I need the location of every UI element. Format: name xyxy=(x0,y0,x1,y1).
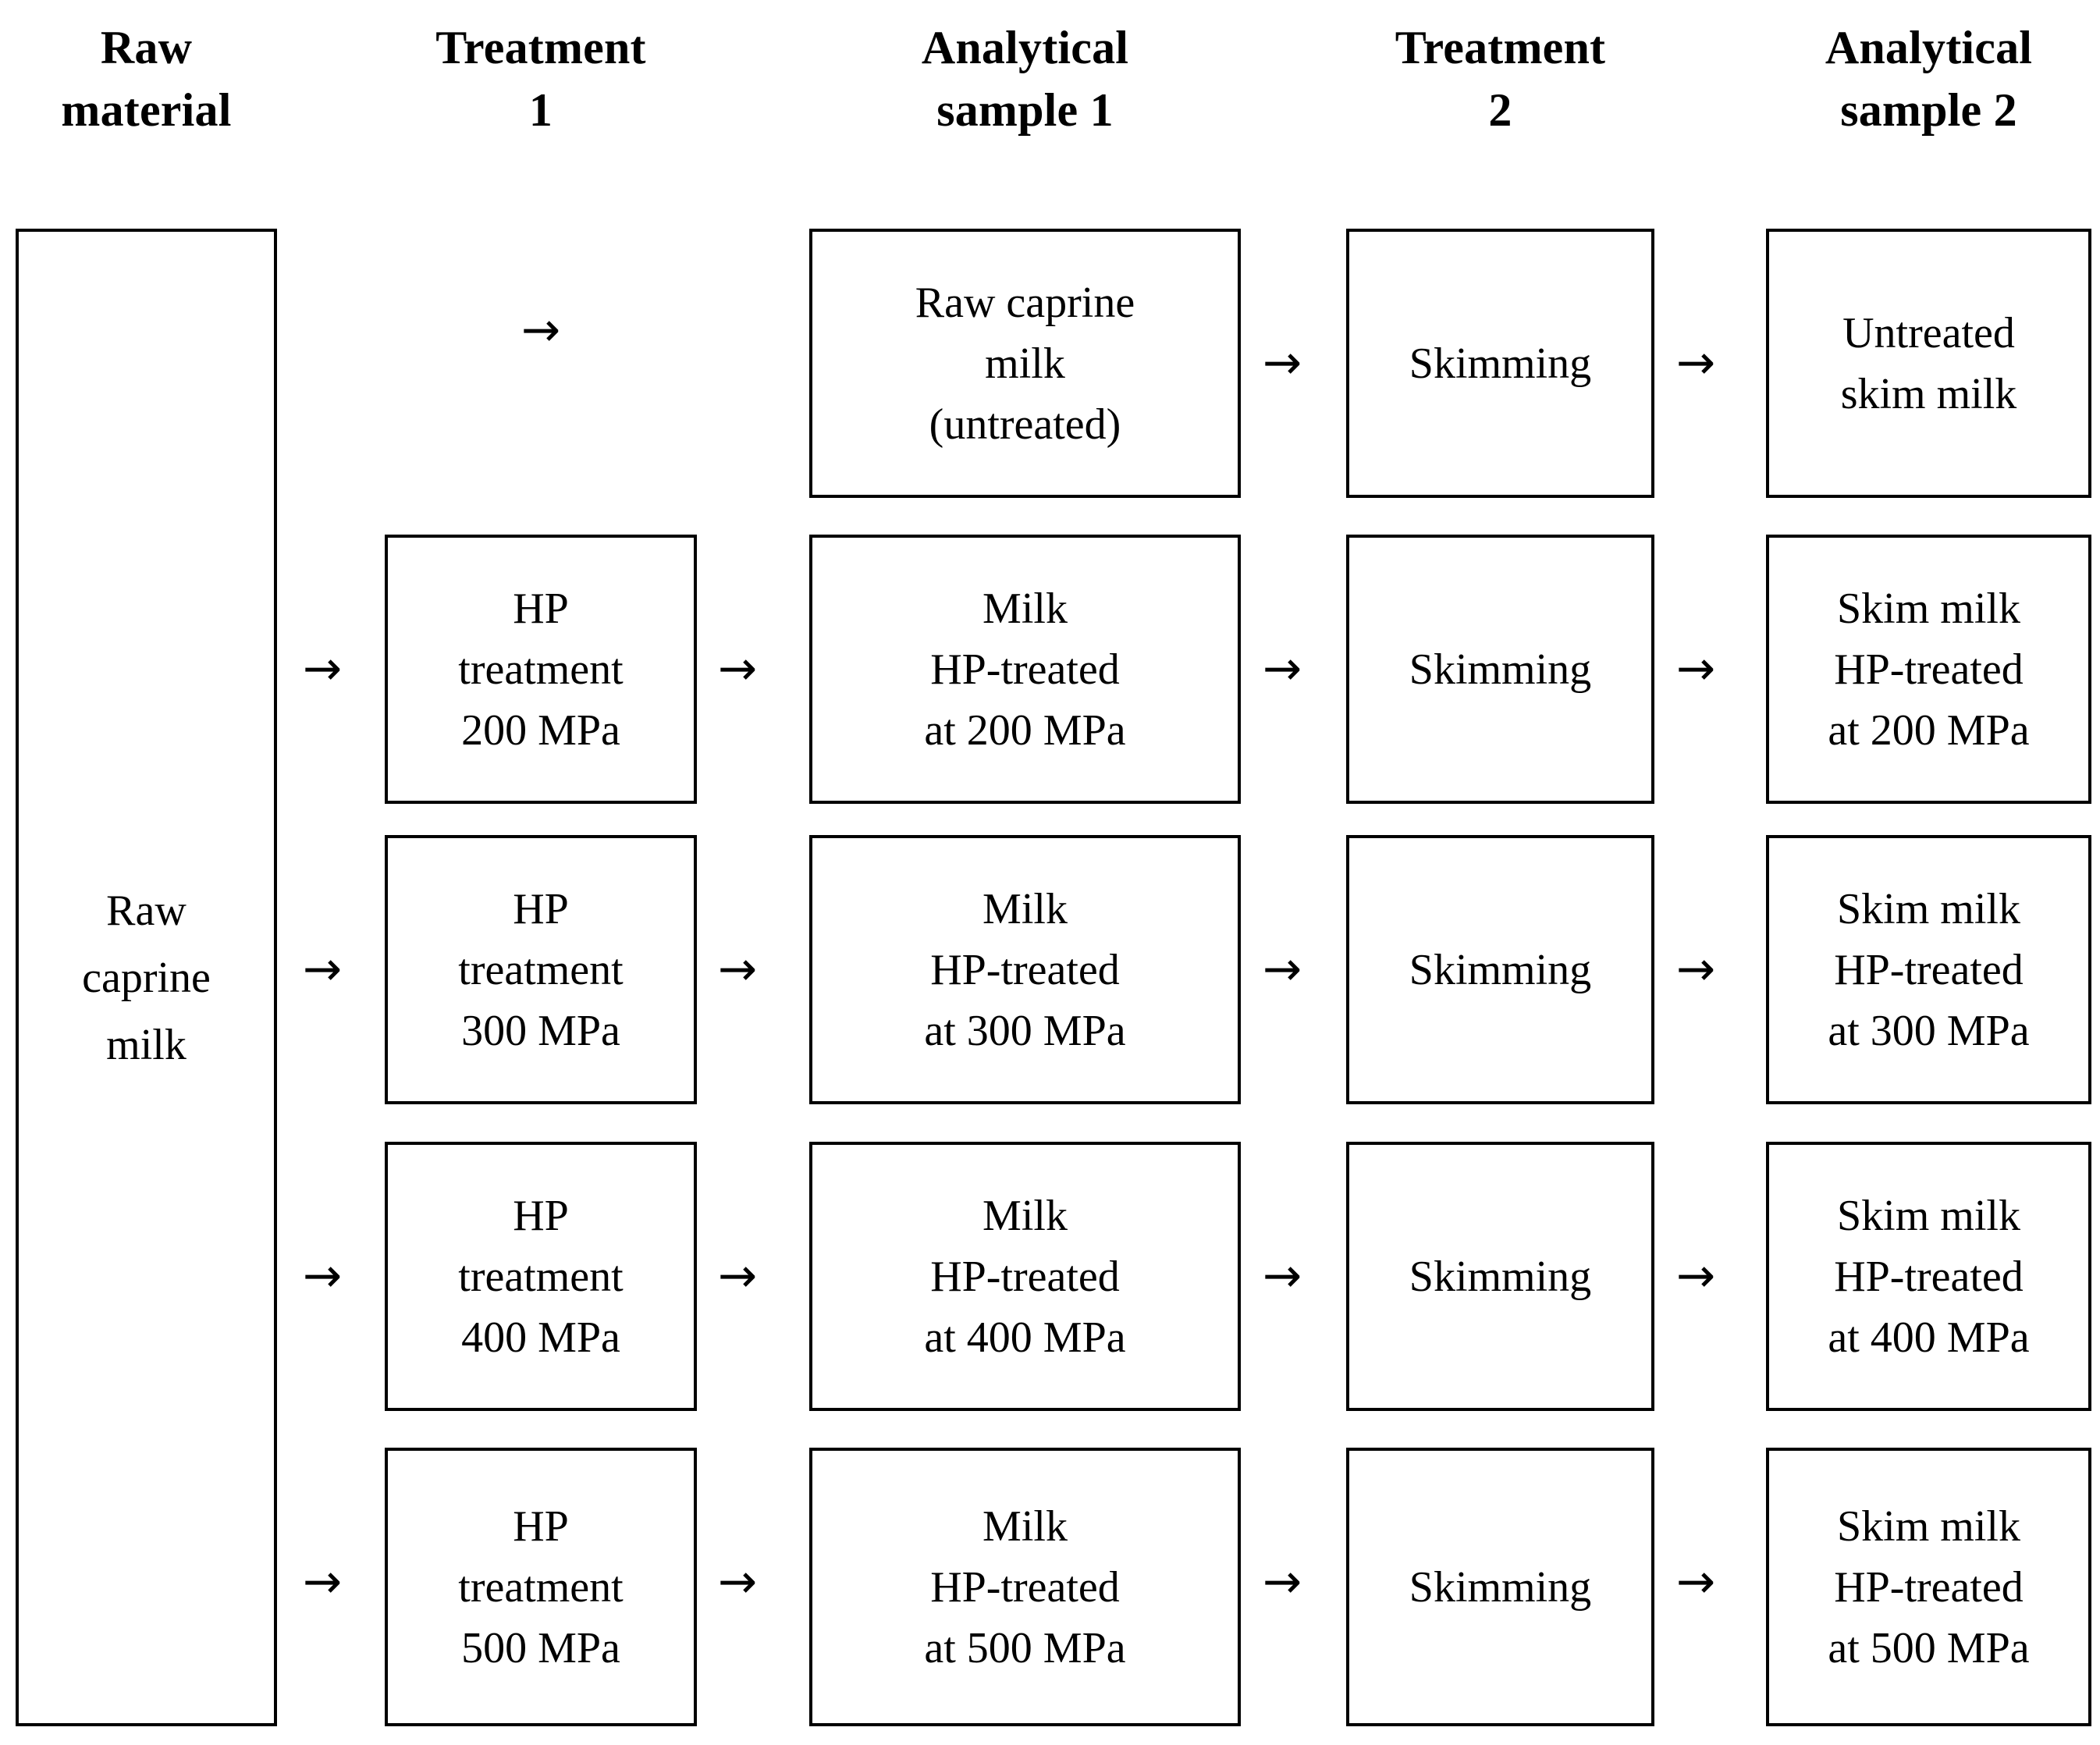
treatment-2-row3-line-1: Skimming xyxy=(1409,945,1592,994)
arrow-sample1-to-treatment2-row1: → xyxy=(1262,336,1302,390)
column-header-analytical-sample-2: Analytical sample 2 xyxy=(1825,22,2033,136)
arrow-treatment1-to-sample1-row2: → xyxy=(717,641,758,696)
column-header-treatment-2: Treatment 2 xyxy=(1395,22,1606,136)
analytical-sample-1-box-row5: Milk HP-treated at 500 MPa xyxy=(809,1448,1241,1726)
treatment-2-box-row3: Skimming xyxy=(1346,835,1654,1104)
analytical-sample-2-row4-line-2: HP-treated xyxy=(1834,1252,2024,1301)
analytical-sample-1-row4-line-2: HP-treated xyxy=(930,1252,1120,1301)
analytical-sample-2-box-row4: Skim milk HP-treated at 400 MPa xyxy=(1766,1142,2091,1411)
analytical-sample-2-box-row3: Skim milk HP-treated at 300 MPa xyxy=(1766,835,2091,1104)
analytical-sample-2-box-row1: Untreated skim milk xyxy=(1766,229,2091,498)
arrow-sample1-to-treatment2-row4: → xyxy=(1262,1249,1302,1303)
analytical-sample-1-row3-line-2: HP-treated xyxy=(930,945,1120,994)
treatment-1-box-row4: HP treatment 400 MPa xyxy=(385,1142,697,1411)
arrow-sample1-to-treatment2-row5: → xyxy=(1262,1555,1302,1609)
treatment-1-row3-line-1: HP xyxy=(513,884,569,933)
arrow-treatment1-to-sample1-row3: → xyxy=(717,942,758,997)
analytical-sample-1-box-row1: Raw caprine milk (untreated) xyxy=(809,229,1241,498)
column-header-treatment-1: Treatment 1 xyxy=(435,22,646,136)
arrow-sample1-to-treatment2-row2: → xyxy=(1262,641,1302,696)
treatment-2-box-row5: Skimming xyxy=(1346,1448,1654,1726)
arrow-raw-to-treatment1-row2: → xyxy=(302,641,343,696)
analytical-sample-2-row1-line-2: skim milk xyxy=(1840,369,2017,418)
treatment-2-row4-line-1: Skimming xyxy=(1409,1252,1592,1301)
analytical-sample-1-row2-line-3: at 200 MPa xyxy=(924,705,1126,755)
arrow-treatment2-to-sample2-row2: → xyxy=(1675,641,1716,696)
analytical-sample-2-row2-line-1: Skim milk xyxy=(1837,584,2020,633)
treatment-1-row3-line-3: 300 MPa xyxy=(461,1006,620,1055)
column-header-raw-material: Raw material xyxy=(61,22,232,136)
analytical-sample-2-row4-line-1: Skim milk xyxy=(1837,1191,2020,1240)
raw-material-line-3: milk xyxy=(106,1020,187,1069)
treatment-1-box-row2: HP treatment 200 MPa xyxy=(385,535,697,804)
arrow-treatment2-to-sample2-row3: → xyxy=(1675,942,1716,997)
treatment-1-row4-line-1: HP xyxy=(513,1191,569,1240)
arrow-treatment2-to-sample2-row5: → xyxy=(1675,1555,1716,1609)
analytical-sample-2-row5-line-1: Skim milk xyxy=(1837,1502,2020,1551)
treatment-2-row2-line-1: Skimming xyxy=(1409,645,1592,694)
analytical-sample-1-row5-line-1: Milk xyxy=(982,1502,1068,1551)
analytical-sample-2-row3-line-3: at 300 MPa xyxy=(1828,1006,2030,1055)
analytical-sample-1-row5-line-2: HP-treated xyxy=(930,1562,1120,1612)
treatment-2-row1-line-1: Skimming xyxy=(1409,339,1592,388)
arrow-raw-to-sample1-row1: → xyxy=(521,302,561,357)
analytical-sample-1-row3-line-3: at 300 MPa xyxy=(924,1006,1126,1055)
arrow-treatment2-to-sample2-row4: → xyxy=(1675,1249,1716,1303)
analytical-sample-2-row2-line-3: at 200 MPa xyxy=(1828,705,2030,755)
column-header-row: Raw material Treatment 1 Analytical samp… xyxy=(0,0,2100,195)
raw-material-line-2: caprine xyxy=(82,953,211,1002)
analytical-sample-2-box-row2: Skim milk HP-treated at 200 MPa xyxy=(1766,535,2091,804)
analytical-sample-1-row1-line-1: Raw caprine xyxy=(915,278,1135,327)
analytical-sample-1-row5-line-3: at 500 MPa xyxy=(924,1623,1126,1672)
treatment-2-box-row1: Skimming xyxy=(1346,229,1654,498)
analytical-sample-1-row3-line-1: Milk xyxy=(982,884,1068,933)
treatment-1-row2-line-3: 200 MPa xyxy=(461,705,620,755)
analytical-sample-2-row3-line-2: HP-treated xyxy=(1834,945,2024,994)
analytical-sample-2-row1-line-1: Untreated xyxy=(1842,308,2015,357)
arrow-raw-to-treatment1-row4: → xyxy=(302,1249,343,1303)
analytical-sample-2-row4-line-3: at 400 MPa xyxy=(1828,1313,2030,1362)
arrow-sample1-to-treatment2-row3: → xyxy=(1262,942,1302,997)
analytical-sample-1-row1-line-3: (untreated) xyxy=(929,400,1121,449)
treatment-1-row4-line-3: 400 MPa xyxy=(461,1313,620,1362)
analytical-sample-2-box-row5: Skim milk HP-treated at 500 MPa xyxy=(1766,1448,2091,1726)
treatment-1-row4-line-2: treatment xyxy=(458,1252,624,1301)
treatment-2-box-row2: Skimming xyxy=(1346,535,1654,804)
raw-material-line-1: Raw xyxy=(106,886,187,935)
treatment-1-row2-line-2: treatment xyxy=(458,645,624,694)
treatment-1-row2-line-1: HP xyxy=(513,584,569,633)
analytical-sample-1-row2-line-2: HP-treated xyxy=(930,645,1120,694)
arrow-treatment1-to-sample1-row4: → xyxy=(717,1249,758,1303)
treatment-1-box-row5: HP treatment 500 MPa xyxy=(385,1448,697,1726)
analytical-sample-2-row2-line-2: HP-treated xyxy=(1834,645,2024,694)
treatment-1-box-row3: HP treatment 300 MPa xyxy=(385,835,697,1104)
treatment-1-row3-line-2: treatment xyxy=(458,945,624,994)
arrow-raw-to-treatment1-row5: → xyxy=(302,1555,343,1609)
treatment-2-row5-line-1: Skimming xyxy=(1409,1562,1592,1612)
analytical-sample-1-row1-line-2: milk xyxy=(985,339,1065,388)
analytical-sample-1-box-row2: Milk HP-treated at 200 MPa xyxy=(809,535,1241,804)
treatment-1-row5-line-2: treatment xyxy=(458,1562,624,1612)
column-header-analytical-sample-1: Analytical sample 1 xyxy=(921,22,1129,136)
analytical-sample-1-row2-line-1: Milk xyxy=(982,584,1068,633)
treatment-1-row5-line-3: 500 MPa xyxy=(461,1623,620,1672)
analytical-sample-2-row5-line-3: at 500 MPa xyxy=(1828,1623,2030,1672)
analytical-sample-1-row4-line-1: Milk xyxy=(982,1191,1068,1240)
analytical-sample-1-row4-line-3: at 400 MPa xyxy=(924,1313,1126,1362)
arrow-treatment1-to-sample1-row5: → xyxy=(717,1555,758,1609)
arrow-treatment2-to-sample2-row1: → xyxy=(1675,336,1716,390)
analytical-sample-2-row5-line-2: HP-treated xyxy=(1834,1562,2024,1612)
analytical-sample-1-box-row3: Milk HP-treated at 300 MPa xyxy=(809,835,1241,1104)
treatment-2-box-row4: Skimming xyxy=(1346,1142,1654,1411)
treatment-1-row5-line-1: HP xyxy=(513,1502,569,1551)
analytical-sample-1-box-row4: Milk HP-treated at 400 MPa xyxy=(809,1142,1241,1411)
arrow-raw-to-treatment1-row3: → xyxy=(302,942,343,997)
analytical-sample-2-row3-line-1: Skim milk xyxy=(1837,884,2020,933)
raw-material-box: Raw caprine milk xyxy=(16,229,277,1726)
